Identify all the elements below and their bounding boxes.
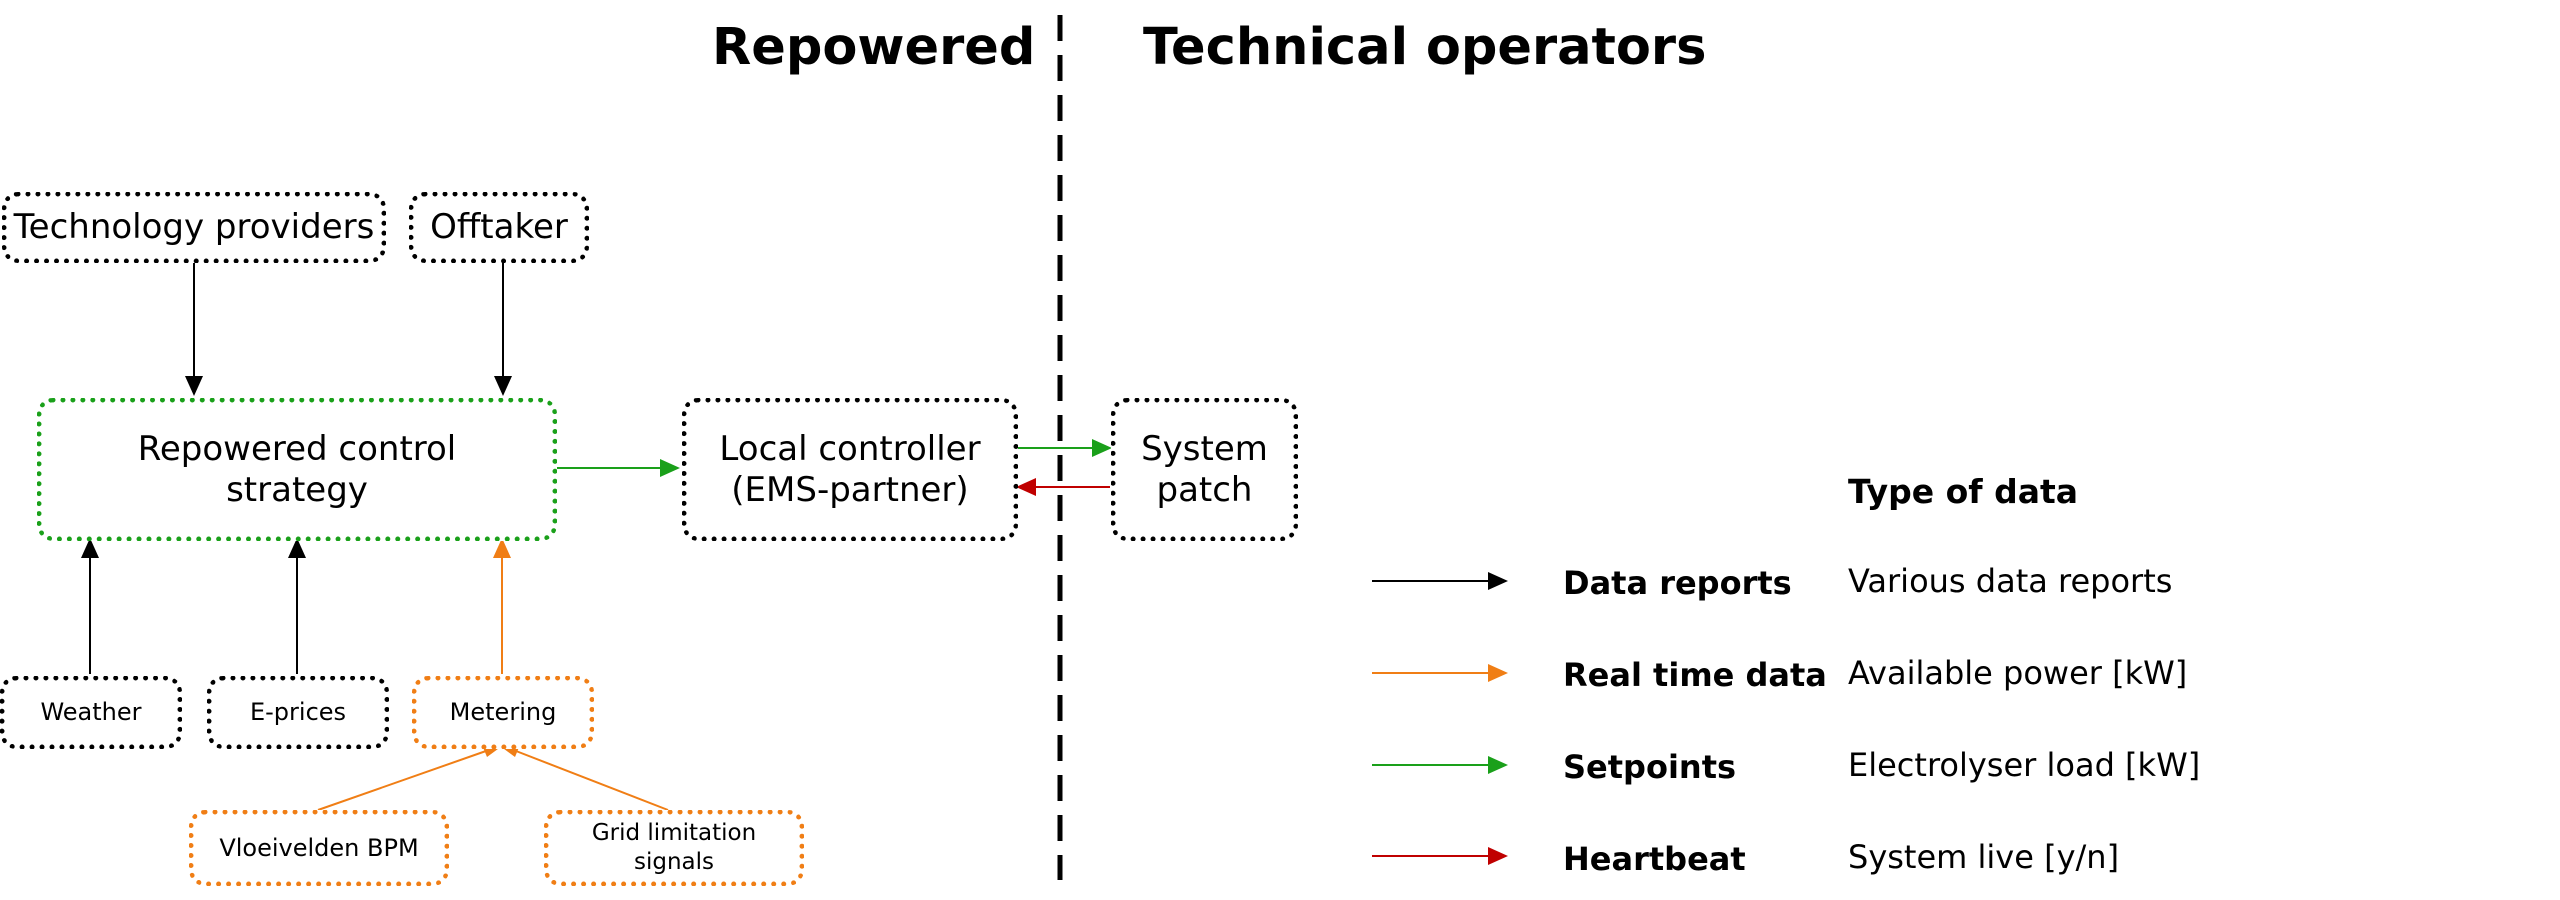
offtaker-label: Offtaker [430,207,568,248]
local-controller-line1: Local controller [719,428,981,469]
vloeivelden-bpm-box: Vloeivelden BPM [189,810,449,886]
arrow-system-patch-to-local-controller [1016,478,1110,496]
local-controller-box: Local controller (EMS-partner) [682,398,1018,541]
grid-limitation-line2: signals [633,849,714,875]
weather-label: Weather [40,698,142,727]
control-strategy-line2: strategy [226,469,368,510]
arrow-grid-limitation-to-metering [500,740,669,811]
arrow-eprices-to-strategy [288,538,306,674]
weather-box: Weather [0,676,182,749]
legend-desc-data-reports: Various data reports [1848,562,2173,600]
local-controller-line2: (EMS-partner) [731,469,969,510]
metering-label: Metering [449,698,557,727]
legend-label-data-reports: Data reports [1563,564,1792,602]
legend-desc-heartbeat: System live [y/n] [1848,838,2120,876]
arrow-offtaker-to-strategy [494,262,512,396]
system-patch-line2: patch [1156,469,1253,510]
arrow-weather-to-strategy [81,538,99,674]
arrow-local-controller-to-system-patch [1017,439,1112,457]
e-prices-label: E-prices [249,698,347,727]
system-patch-box: System patch [1111,398,1298,541]
technology-providers-box: Technology providers [2,192,386,263]
technology-providers-label: Technology providers [13,207,375,248]
legend-label-setpoints: Setpoints [1563,748,1737,786]
legend-arrow-setpoints [1372,756,1508,774]
arrow-metering-to-strategy [493,538,511,674]
control-strategy-line1: Repowered control [137,428,457,469]
legend-desc-setpoints: Electrolyser load [kW] [1848,746,2201,784]
arrow-technology-providers-to-strategy [185,262,203,396]
legend-title: Type of data [1848,472,2079,511]
legend-label-heartbeat: Heartbeat [1563,840,1746,878]
legend-arrow-heartbeat [1372,847,1508,865]
vloeivelden-bpm-label: Vloeivelden BPM [219,833,419,862]
metering-box: Metering [412,676,594,749]
heading-repowered: Repowered [712,18,1036,77]
legend-arrow-real-time-data [1372,664,1508,682]
legend-desc-real-time-data: Available power [kW] [1848,654,2188,692]
arrow-vloeivelden-to-metering [317,740,502,811]
e-prices-box: E-prices [207,676,389,749]
system-patch-line1: System [1141,428,1268,469]
heading-technical-operators: Technical operators [1143,18,1707,77]
grid-limitation-signals-box: Grid limitation signals [544,810,804,886]
arrow-strategy-to-local-controller [556,459,680,477]
grid-limitation-line1: Grid limitation [591,820,757,847]
offtaker-box: Offtaker [409,192,589,263]
legend-label-real-time-data: Real time data [1563,656,1827,694]
repowered-control-strategy-box: Repowered control strategy [37,398,557,541]
legend-arrow-data-reports [1372,572,1508,590]
